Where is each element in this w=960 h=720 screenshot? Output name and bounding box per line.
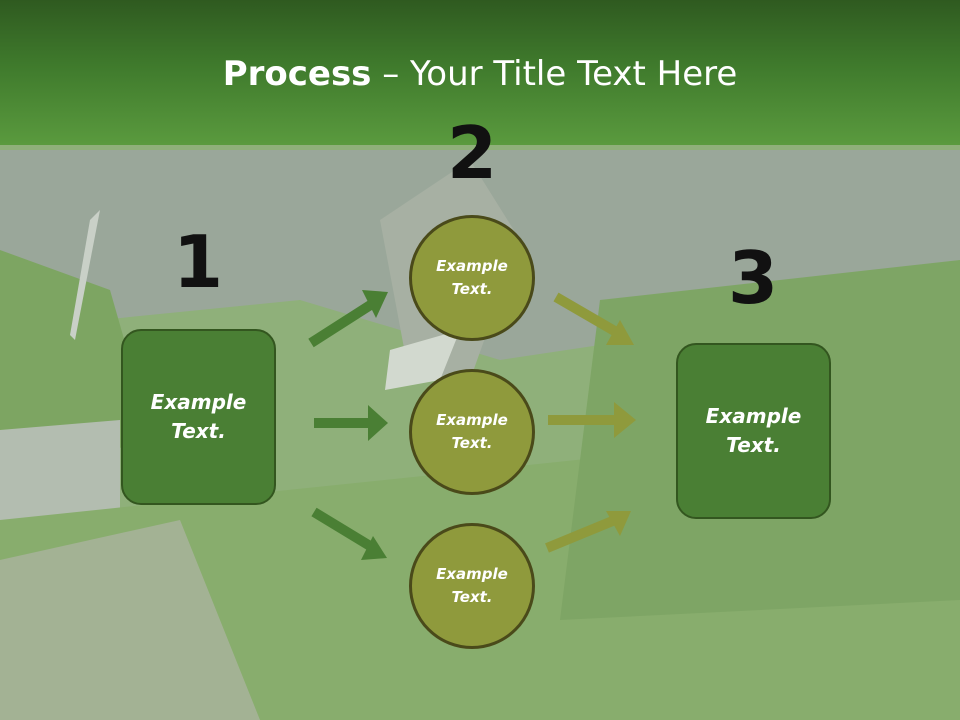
step-number-2: 2 [446, 111, 498, 195]
circle-middle-line1: Example [436, 411, 508, 429]
step-number-3: 3 [727, 236, 779, 320]
arrow-left-to-top [308, 290, 388, 348]
left-box-line2: Text. [171, 419, 226, 443]
title-bold: Process [222, 54, 372, 94]
circle-bottom-line1: Example [436, 565, 508, 583]
right-box-line1: Example [705, 404, 802, 428]
circle-bottom-line2: Text. [451, 588, 493, 606]
step-number-1: 1 [172, 220, 224, 304]
arrow-left-to-middle [314, 405, 388, 441]
right-box-line2: Text. [726, 433, 781, 457]
arrow-left-to-bottom [311, 507, 387, 560]
slide-title: Process – Your Title Text Here [0, 52, 960, 96]
title-bar [0, 0, 960, 145]
arrow-middle-to-right [548, 402, 636, 438]
circle-top-line1: Example [436, 257, 508, 275]
circle-middle-line2: Text. [451, 434, 493, 452]
left-box-line1: Example [150, 390, 247, 414]
arrow-top-to-right [553, 292, 634, 345]
arrow-bottom-to-right [545, 511, 631, 553]
circle-top-line2: Text. [451, 280, 493, 298]
title-rest: – Your Title Text Here [371, 54, 738, 94]
